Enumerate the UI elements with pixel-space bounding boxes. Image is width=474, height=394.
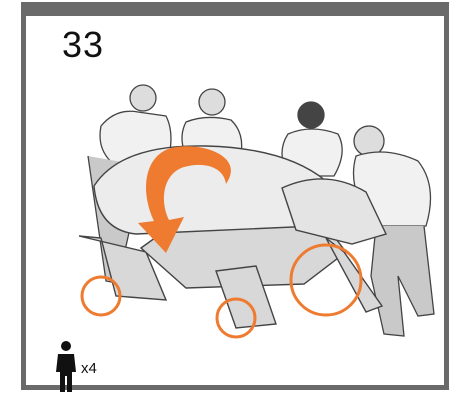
person-icon <box>52 340 80 394</box>
instruction-frame: 33 <box>21 2 449 390</box>
illustration <box>26 16 444 385</box>
plate <box>94 146 386 244</box>
people-count: x4 <box>81 360 97 377</box>
